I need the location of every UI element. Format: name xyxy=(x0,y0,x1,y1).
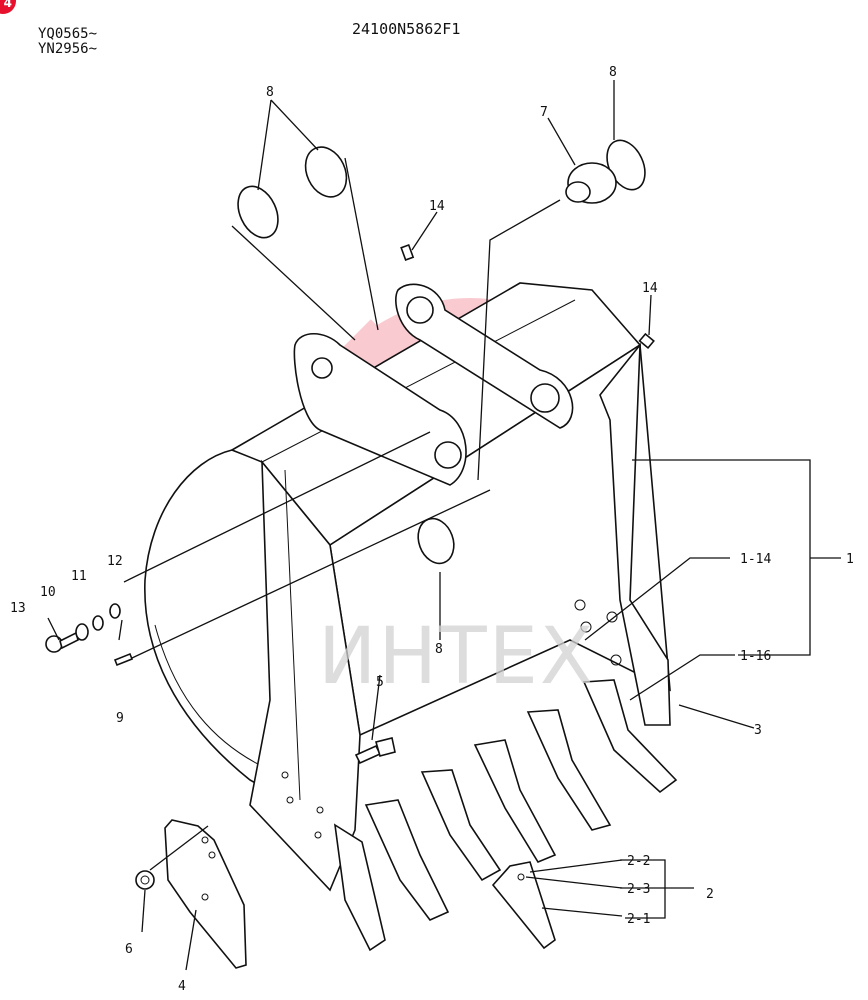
bucket-body xyxy=(144,282,671,892)
callout-13: 13 xyxy=(10,601,26,616)
pin-14-left xyxy=(400,243,415,261)
leader-lines xyxy=(47,80,841,971)
nut-6 xyxy=(135,870,155,890)
callout-2: 2 xyxy=(706,887,714,902)
callout-12: 12 xyxy=(107,554,123,569)
callout-4: 4 xyxy=(178,979,186,994)
callout-3: 3 xyxy=(754,723,762,738)
washer-10 xyxy=(75,623,89,641)
callout-10: 10 xyxy=(40,585,56,600)
callout-7: 7 xyxy=(540,105,548,120)
washer-11 xyxy=(92,615,104,631)
callout-labels: 8 7 8 14 14 1 1-14 1-16 3 8 12 11 10 13 … xyxy=(10,65,854,994)
callout-9: 9 xyxy=(116,711,124,726)
pin-2-2 xyxy=(517,873,525,881)
washer-12 xyxy=(109,603,121,619)
callout-8-upper-left: 8 xyxy=(266,85,274,100)
callout-8-lower: 8 xyxy=(435,642,443,657)
callout-14-left: 14 xyxy=(429,199,445,214)
callout-2-2: 2-2 xyxy=(627,854,650,869)
callout-2-1: 2-1 xyxy=(627,912,650,927)
serial-line-2: YN2956~ xyxy=(38,41,98,57)
pin-14-right xyxy=(638,332,655,350)
o-ring-upper-left xyxy=(237,185,279,239)
callout-6: 6 xyxy=(125,942,133,957)
callout-8-upper-right: 8 xyxy=(609,65,617,80)
serial-line-1: YQ0565~ xyxy=(38,26,98,42)
pin-9 xyxy=(113,652,134,667)
loose-parts xyxy=(45,139,655,969)
callout-14-right: 14 xyxy=(642,281,658,296)
tooth-point-2-1 xyxy=(491,861,556,950)
o-ring-upper-mid xyxy=(304,146,348,198)
callout-2-3: 2-3 xyxy=(627,882,650,897)
drawing-number: 24100N5862F1 xyxy=(352,20,461,38)
callout-5: 5 xyxy=(376,675,384,690)
callout-11: 11 xyxy=(71,569,87,584)
bolt-13 xyxy=(45,635,63,653)
callout-1-16: 1-16 xyxy=(740,649,771,664)
bucket-teeth xyxy=(333,679,678,952)
callout-1-14: 1-14 xyxy=(740,552,771,567)
callout-1: 1 xyxy=(846,552,854,567)
